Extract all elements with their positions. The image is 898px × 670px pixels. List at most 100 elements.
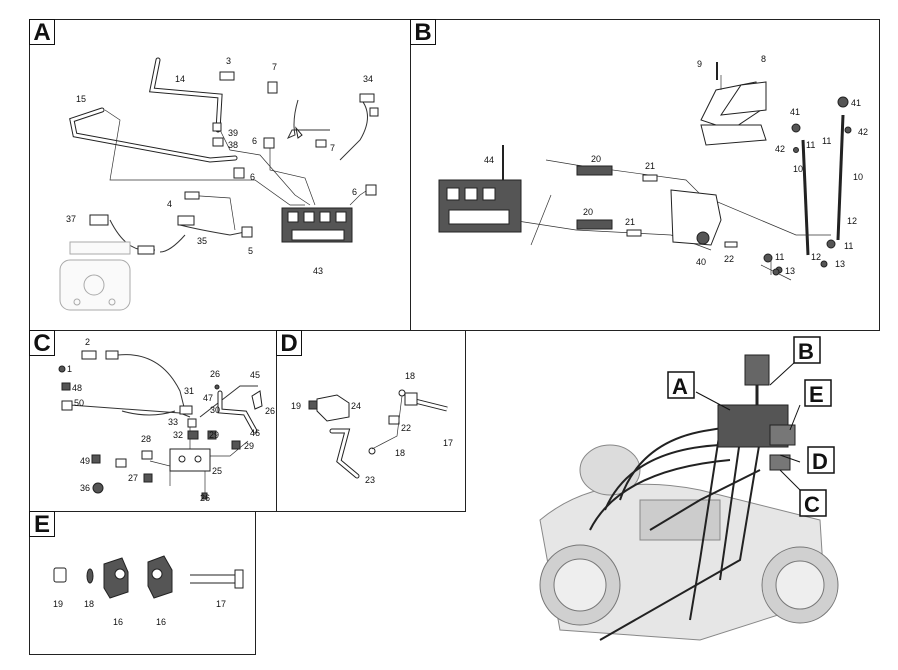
callout-c: C	[799, 489, 827, 517]
label-a-37: 37	[66, 214, 76, 224]
label-a-6-upper: 6	[252, 136, 257, 146]
panel-e-drawing: 19 18 16 16 17	[53, 555, 244, 627]
clamp-half-16-left	[103, 557, 129, 599]
label-c-26-right: 26	[265, 406, 275, 416]
callout-a: A	[667, 371, 695, 399]
label-c-29-upper: 29	[209, 430, 219, 440]
label-b-11-d: 11	[844, 241, 853, 251]
label-b-13-left: 13	[785, 266, 795, 276]
label-b-42-left: 42	[775, 144, 785, 154]
label-c-36: 36	[80, 483, 90, 493]
label-b-20-top: 20	[591, 154, 601, 164]
label-b-11-b: 11	[822, 136, 831, 146]
panel-d: D 18 19 24 22 18 17 23	[276, 330, 466, 512]
label-d-19: 19	[291, 401, 301, 411]
panel-c-drawing: 2 1 48 50 31 26 45 47 30 26 33 32 29 46 …	[58, 337, 275, 503]
clamp-24	[316, 394, 350, 422]
label-c-26-top: 26	[210, 369, 220, 379]
svg-text:E: E	[809, 382, 824, 407]
label-b-10-right: 10	[853, 172, 863, 182]
label-a-3: 3	[226, 56, 231, 66]
svg-text:C: C	[804, 492, 820, 517]
valve-assembly-top	[717, 354, 796, 471]
label-a-4: 4	[167, 199, 172, 209]
label-c-29-lower: 29	[244, 441, 254, 451]
label-e-19: 19	[53, 599, 63, 609]
label-b-44: 44	[484, 155, 494, 165]
panel-c-letter: C	[29, 330, 55, 357]
fitting-3	[219, 71, 235, 81]
panel-b-letter: B	[410, 19, 436, 46]
label-c-46: 46	[250, 428, 260, 438]
label-b-11-c: 11	[775, 252, 784, 262]
label-a-38: 38	[228, 140, 238, 150]
label-c-30: 30	[210, 405, 220, 415]
label-b-13-right: 13	[835, 259, 845, 269]
svg-text:D: D	[812, 449, 828, 474]
label-a-6-mid: 6	[250, 172, 255, 182]
lever-bracket-40	[670, 189, 722, 246]
panel-a-letter: A	[29, 19, 55, 46]
label-c-25: 25	[212, 466, 222, 476]
label-c-31: 31	[184, 386, 194, 396]
svg-text:A: A	[672, 374, 688, 399]
panel-d-drawing: 18 19 24 22 18 17 23	[291, 371, 453, 485]
panel-e: E 19 18 16 16 17	[29, 511, 256, 655]
valve-block-43	[281, 207, 353, 243]
label-a-7-lower: 7	[330, 143, 335, 153]
label-b-11-a: 11	[806, 140, 815, 150]
manifold-25	[169, 448, 211, 472]
callout-d: D	[807, 446, 835, 474]
panel-c: C 2 1 48 50 31 26 45 47	[29, 330, 277, 512]
label-c-48: 48	[72, 383, 82, 393]
label-c-27: 27	[128, 473, 138, 483]
panel-d-letter: D	[276, 330, 302, 357]
label-c-49: 49	[80, 456, 90, 466]
label-d-22: 22	[401, 423, 411, 433]
bolt-17	[234, 569, 244, 589]
label-c-2: 2	[85, 337, 90, 347]
label-a-39: 39	[228, 128, 238, 138]
label-e-18: 18	[84, 599, 94, 609]
label-c-1: 1	[67, 364, 72, 374]
label-b-41-left: 41	[790, 107, 800, 117]
label-a-35: 35	[197, 236, 207, 246]
label-b-41-right: 41	[851, 98, 861, 108]
label-c-28: 28	[141, 434, 151, 444]
pedal-bracket-8	[700, 81, 767, 146]
label-a-15: 15	[76, 94, 86, 104]
label-c-33: 33	[168, 417, 178, 427]
label-e-17: 17	[216, 599, 226, 609]
label-d-17: 17	[443, 438, 453, 448]
label-d-18-top: 18	[405, 371, 415, 381]
label-a-34: 34	[363, 74, 373, 84]
label-b-12-right: 12	[847, 216, 857, 226]
label-b-22: 22	[724, 254, 734, 264]
label-e-16-left: 16	[113, 617, 123, 627]
label-a-6-right: 6	[352, 187, 357, 197]
panel-b-drawing: 9 8 41 41 42 11 11 42 20 21 44 10 10 20 …	[438, 54, 868, 281]
panel-b: B	[410, 19, 880, 331]
panel-a-drawing: 3 7 34 14 15 39 38 6 6 7 6 4 37 35 5 43	[59, 56, 379, 311]
label-b-40: 40	[696, 257, 706, 267]
label-b-21-bottom: 21	[625, 217, 635, 227]
valve-block-44	[438, 145, 522, 233]
label-c-32: 32	[173, 430, 183, 440]
label-c-26-bottom: 26	[200, 493, 210, 503]
label-c-45: 45	[250, 370, 260, 380]
hydraulic-lines	[589, 419, 781, 641]
axle-assembly	[539, 444, 839, 641]
label-a-14: 14	[175, 74, 185, 84]
nut-19	[53, 567, 67, 583]
label-a-43: 43	[313, 266, 323, 276]
callout-b: B	[793, 336, 821, 364]
callout-e: E	[804, 379, 832, 407]
label-b-9: 9	[697, 59, 702, 69]
pump-outline	[59, 241, 131, 311]
label-b-10-left: 10	[793, 164, 803, 174]
label-b-12-bottom: 12	[811, 252, 821, 262]
label-d-18-bottom: 18	[395, 448, 405, 458]
label-b-20-bottom: 20	[583, 207, 593, 217]
label-b-8: 8	[761, 54, 766, 64]
label-a-7: 7	[272, 62, 277, 72]
